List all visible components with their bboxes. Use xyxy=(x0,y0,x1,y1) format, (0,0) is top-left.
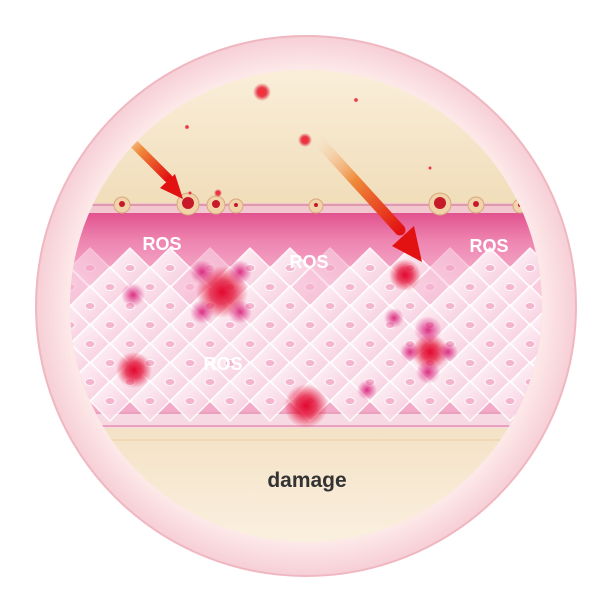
ros-label-top-left: ROS xyxy=(142,234,181,254)
radical-dot-icon xyxy=(353,97,359,103)
damage-caption: damage xyxy=(267,469,346,492)
skin-cell xyxy=(590,286,612,326)
skin-cell xyxy=(248,379,292,423)
radical-dot-icon xyxy=(234,203,238,207)
radical-dot-icon xyxy=(214,189,222,197)
skin-cell xyxy=(128,379,172,423)
radical-dot-icon xyxy=(434,197,446,209)
ros-label-middle: ROS xyxy=(203,354,242,374)
skin-cell xyxy=(408,379,452,423)
skin-cell xyxy=(570,343,610,383)
incoming-arrow-right xyxy=(312,134,422,262)
radical-dot-icon xyxy=(228,300,252,324)
ros-label-top-right: ROS xyxy=(469,236,508,256)
skin-cell xyxy=(88,379,132,423)
radical-dot-icon xyxy=(121,283,145,307)
radical-dot-icon xyxy=(188,191,192,195)
radical-dot-icon xyxy=(428,166,432,170)
radical-dot-icon xyxy=(184,124,190,130)
surface-boundary xyxy=(70,203,542,213)
radical-dot-icon xyxy=(116,352,152,388)
radical-dot-icon xyxy=(438,342,458,362)
radical-dot-icon xyxy=(389,259,421,291)
skin-cell xyxy=(590,248,612,288)
radical-dot-icon xyxy=(473,201,479,207)
radical-dot-icon xyxy=(400,342,420,362)
radical-dot-icon xyxy=(416,360,440,384)
radical-dot-icon xyxy=(412,334,448,370)
skin-cell xyxy=(590,362,612,402)
radical-dot-icon xyxy=(357,380,377,400)
radical-dot-icon xyxy=(384,308,404,328)
radical-dot-icon xyxy=(190,300,214,324)
radical-dot-icon xyxy=(284,384,328,428)
radical-dot-icon xyxy=(314,203,318,207)
skin-cell xyxy=(448,379,492,423)
radical-dot-icon xyxy=(414,316,442,344)
ros-glows xyxy=(116,259,458,428)
radical-dot-icon xyxy=(212,200,220,208)
radical-dot-icon xyxy=(190,260,214,284)
skin-cell xyxy=(168,379,212,423)
radical-dot-icon xyxy=(228,260,252,284)
radical-dot-icon xyxy=(182,197,194,209)
radical-dot-icon xyxy=(253,83,271,101)
ros-label-top-center: ROS xyxy=(289,252,328,272)
radical-dot-icon xyxy=(298,133,312,147)
skin-cell xyxy=(208,379,252,423)
airborne-radicals xyxy=(184,83,432,197)
skin-cell xyxy=(570,381,610,421)
radical-dot-icon xyxy=(119,201,125,207)
skin-cell xyxy=(590,324,612,364)
skin-cell xyxy=(368,379,412,423)
